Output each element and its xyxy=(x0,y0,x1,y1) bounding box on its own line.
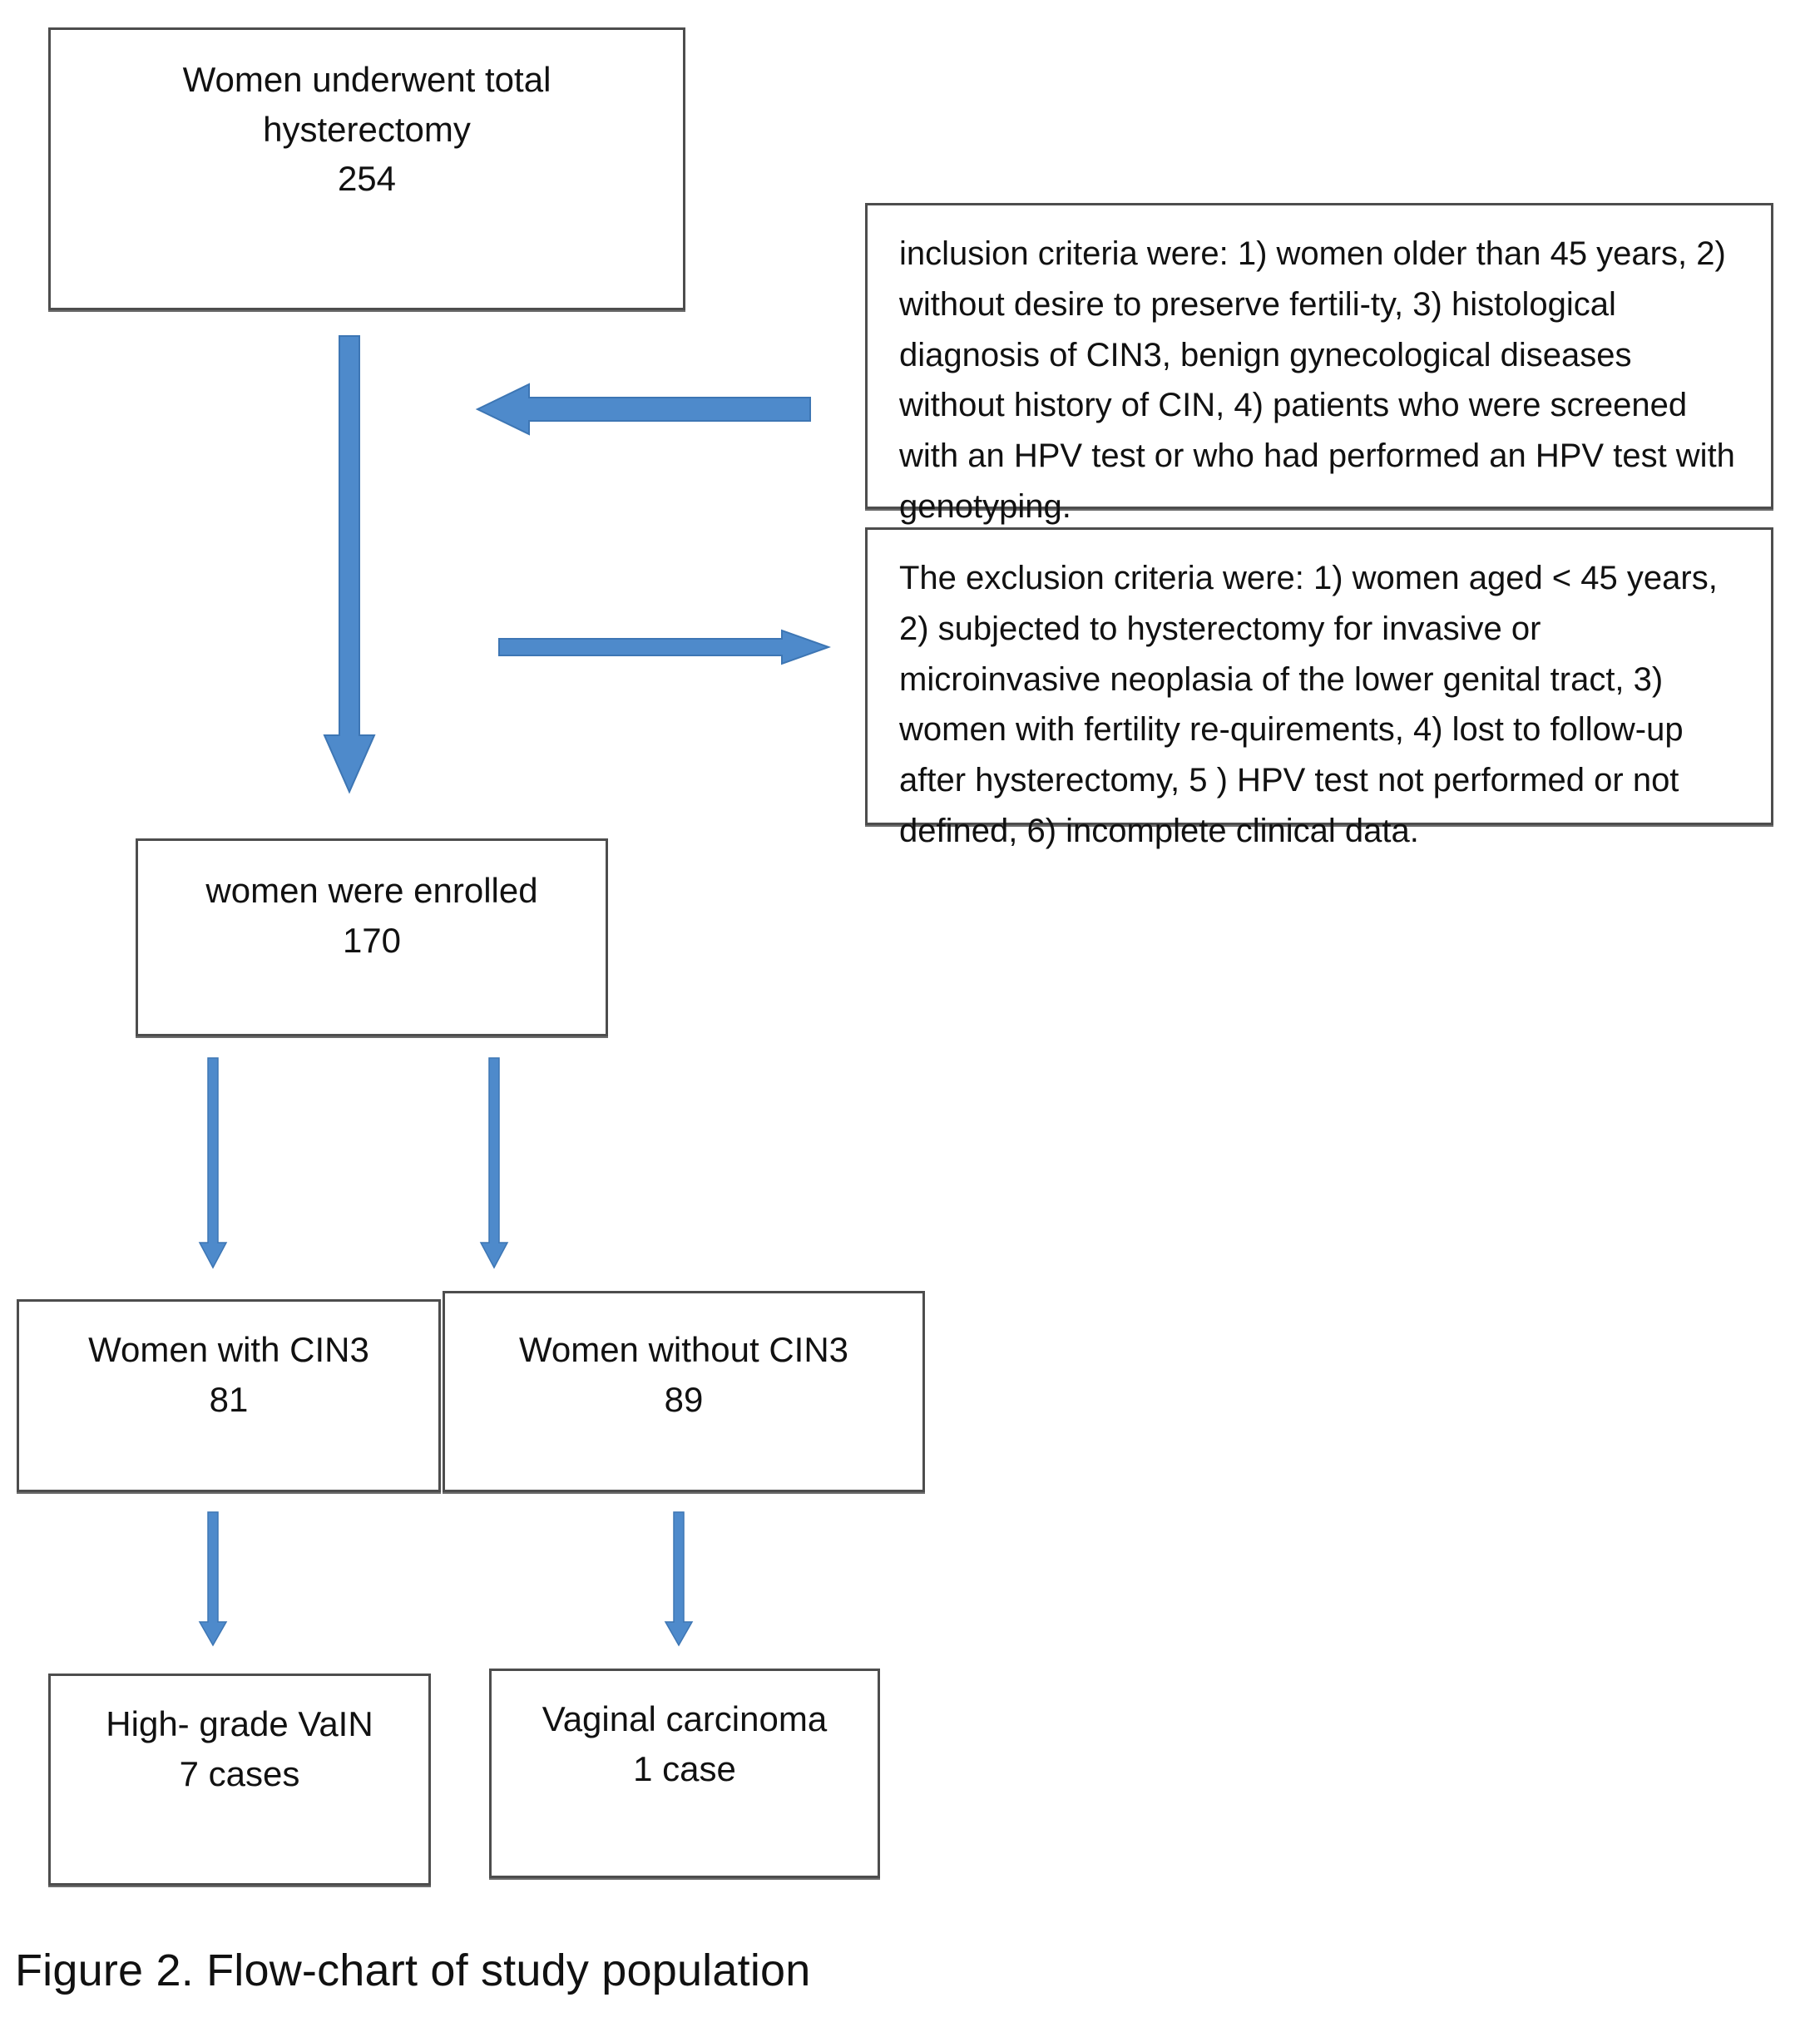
main-down-arrow-icon xyxy=(323,335,376,794)
node-enrolled-text: women were enrolled 170 xyxy=(205,871,538,960)
figure-caption: Figure 2. Flow-chart of study population xyxy=(15,1945,811,1995)
split-right-down-arrow-icon xyxy=(479,1057,509,1269)
node-vaginal-carcinoma: Vaginal carcinoma 1 case xyxy=(489,1669,880,1878)
node-women-without-cin3: Women without CIN3 89 xyxy=(443,1291,925,1492)
node-with-cin3-text: Women with CIN3 81 xyxy=(88,1330,369,1419)
node-exclusion-criteria: The exclusion criteria were: 1) women ag… xyxy=(865,527,1773,849)
node-hysterectomy-text: Women underwent total hysterectomy 254 xyxy=(182,60,551,199)
node-women-were-enrolled: women were enrolled 170 xyxy=(136,838,608,1036)
node-women-underwent-hysterectomy: Women underwent total hysterectomy 254 xyxy=(48,27,685,310)
node-carcinoma-text: Vaginal carcinoma 1 case xyxy=(542,1699,828,1788)
inclusion-left-arrow-icon xyxy=(475,383,811,436)
outcome-right-down-arrow-icon xyxy=(664,1511,694,1647)
node-vain-text: High- grade VaIN 7 cases xyxy=(106,1704,373,1793)
exclusion-criteria-text: The exclusion criteria were: 1) women ag… xyxy=(899,560,1718,849)
exclusion-right-arrow-icon xyxy=(498,629,831,665)
node-inclusion-criteria: inclusion criteria were: 1) women older … xyxy=(865,203,1773,525)
split-left-down-arrow-icon xyxy=(198,1057,228,1269)
outcome-left-down-arrow-icon xyxy=(198,1511,228,1647)
inclusion-criteria-text: inclusion criteria were: 1) women older … xyxy=(899,235,1735,525)
node-without-cin3-text: Women without CIN3 89 xyxy=(518,1330,849,1419)
node-women-with-cin3: Women with CIN3 81 xyxy=(17,1299,441,1492)
node-high-grade-vain: High- grade VaIN 7 cases xyxy=(48,1674,431,1886)
